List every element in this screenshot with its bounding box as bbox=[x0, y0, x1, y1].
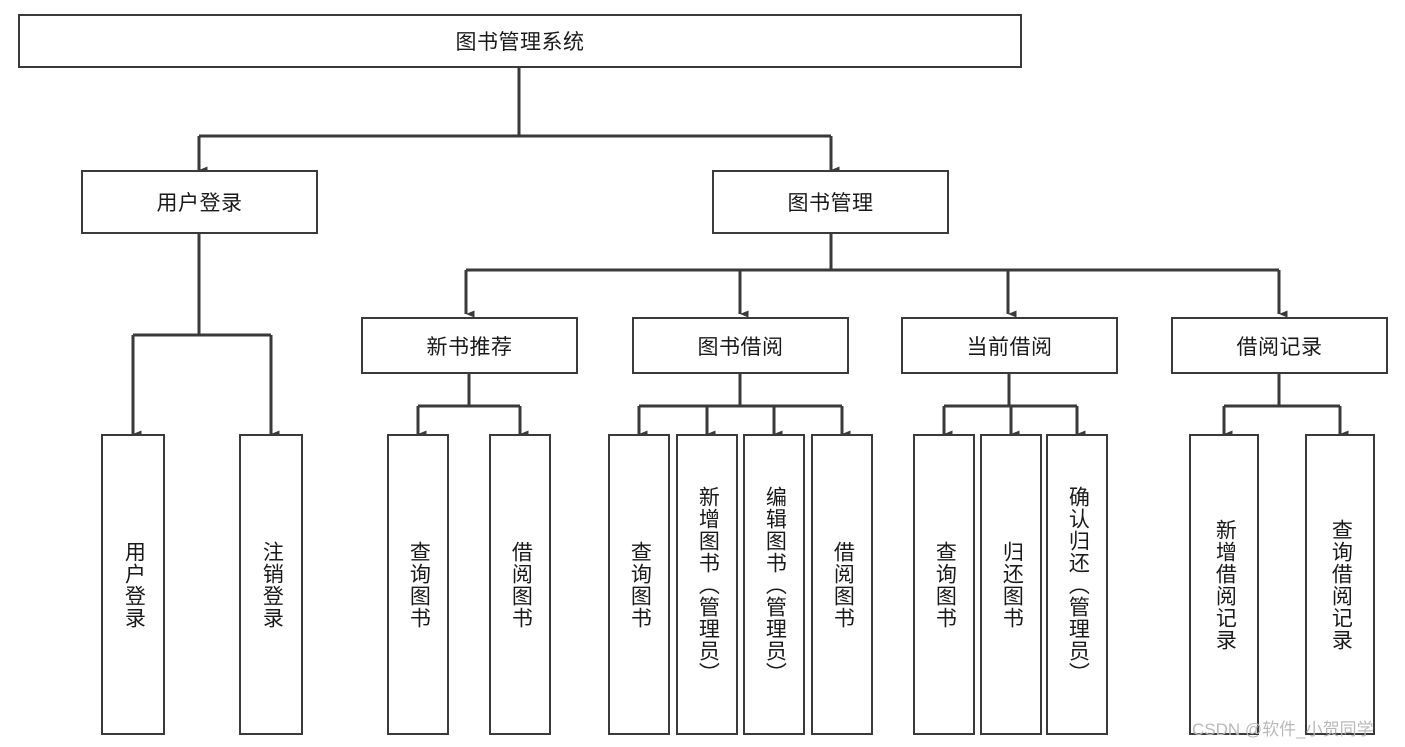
new-book-recommend-connectors bbox=[416, 374, 529, 438]
node-leaf-query-book-current[interactable]: 查询图书 bbox=[913, 434, 975, 735]
node-leaf-logout-login[interactable]: 注销登录 bbox=[239, 434, 303, 735]
node-leaf-borrow-book-recommend[interactable]: 借阅图书 bbox=[489, 434, 551, 735]
node-leaf-add-book[interactable]: 新增图书（管理员） bbox=[676, 434, 738, 735]
node-borrow-record[interactable]: 借阅记录 bbox=[1171, 317, 1388, 374]
node-leaf-query-book-borrow[interactable]: 查询图书 bbox=[608, 434, 670, 735]
current-borrow-connectors bbox=[942, 374, 1086, 438]
node-leaf-add-borrow-record[interactable]: 新增借阅记录 bbox=[1189, 434, 1259, 735]
node-book-borrow[interactable]: 图书借阅 bbox=[632, 317, 849, 374]
node-leaf-edit-book[interactable]: 编辑图书（管理员） bbox=[743, 434, 805, 735]
node-leaf-confirm-return[interactable]: 确认归还（管理员） bbox=[1046, 434, 1108, 735]
book-manage-connectors bbox=[464, 234, 1288, 318]
node-root-book-management-system[interactable]: 图书管理系统 bbox=[18, 14, 1022, 68]
node-leaf-return-book[interactable]: 归还图书 bbox=[980, 434, 1042, 735]
node-new-book-recommend[interactable]: 新书推荐 bbox=[361, 317, 578, 374]
root-connectors bbox=[197, 68, 840, 174]
book-borrow-connectors bbox=[637, 374, 851, 438]
borrow-record-connectors bbox=[1222, 374, 1349, 438]
node-leaf-user-login[interactable]: 用户登录 bbox=[101, 434, 165, 735]
node-leaf-borrow-book[interactable]: 借阅图书 bbox=[811, 434, 873, 735]
node-leaf-query-borrow-record[interactable]: 查询借阅记录 bbox=[1305, 434, 1375, 735]
node-book-manage[interactable]: 图书管理 bbox=[712, 170, 949, 234]
node-current-borrow[interactable]: 当前借阅 bbox=[901, 317, 1118, 374]
node-user-login[interactable]: 用户登录 bbox=[81, 170, 318, 234]
user-login-connectors bbox=[131, 234, 280, 438]
node-leaf-query-book-recommend[interactable]: 查询图书 bbox=[387, 434, 449, 735]
